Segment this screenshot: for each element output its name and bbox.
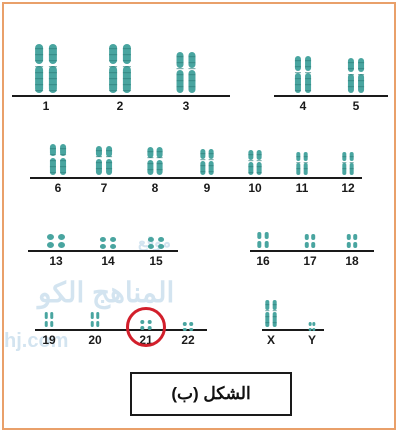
chromosome-label-12: 12 [341,181,355,195]
chromosome-label-22: 22 [181,333,195,347]
chromosome-10 [246,150,264,175]
highlight-circle-21 [126,307,166,347]
chromosome-5 [345,58,367,93]
row3-group1-line [28,250,178,252]
chromosome-label-16: 16 [256,254,270,268]
chromosome-label-9: 9 [203,181,211,195]
chromosome-4 [292,56,314,93]
row4-group1-line [35,329,207,331]
chromosome-label-2: 2 [116,99,124,113]
chromosome-16 [255,232,271,248]
chromosome-13 [44,234,68,248]
chromosome-2 [105,44,135,93]
chromosome-Y [308,318,316,331]
chromosome-label-17: 17 [303,254,317,268]
row2-line [30,177,362,179]
chromosome-12 [340,152,356,175]
chromosome-1 [31,44,61,93]
chromosome-9 [198,149,216,175]
chromosome-label-15: 15 [149,254,163,268]
chromosome-label-4: 4 [299,99,307,113]
chromosome-label-8: 8 [151,181,159,195]
watermark-line3: hj.com [4,330,69,352]
chromosome-6 [47,144,69,175]
chromosome-label-X: X [266,333,275,347]
chromosome-label-18: 18 [345,254,359,268]
figure-caption: الشكل (ب) [130,372,292,416]
chromosome-label-13: 13 [49,254,63,268]
chromosome-3 [173,52,199,93]
chromosome-label-3: 3 [182,99,190,113]
row1-group1-line [12,95,230,97]
row4-group2-line [262,329,324,331]
chromosome-8 [145,147,165,175]
chromosome-label-11: 11 [295,181,309,195]
chromosome-label-7: 7 [100,181,108,195]
chromosome-label-10: 10 [248,181,262,195]
chromosome-label-20: 20 [88,333,102,347]
figure-frame [2,2,396,430]
chromosome-15 [145,236,167,249]
chromosome-label-14: 14 [101,254,115,268]
chromosome-label-Y: Y [307,333,316,347]
chromosome-17 [303,234,317,248]
row3-group2-line [250,250,374,252]
chromosome-label-5: 5 [352,99,360,113]
chromosome-7 [93,146,115,175]
row1-group2-line [274,95,388,97]
chromosome-11 [294,152,310,175]
watermark-line2: المناهج الكو [38,277,175,308]
chromosome-label-6: 6 [54,181,62,195]
chromosome-14 [97,236,119,249]
chromosome-22 [181,318,195,331]
chromosome-label-19: 19 [42,333,56,347]
chromosome-18 [345,234,359,248]
chromosome-label-1: 1 [42,99,50,113]
chromosome-X [263,300,279,327]
chromosome-19 [43,312,55,327]
chromosome-20 [89,312,101,327]
